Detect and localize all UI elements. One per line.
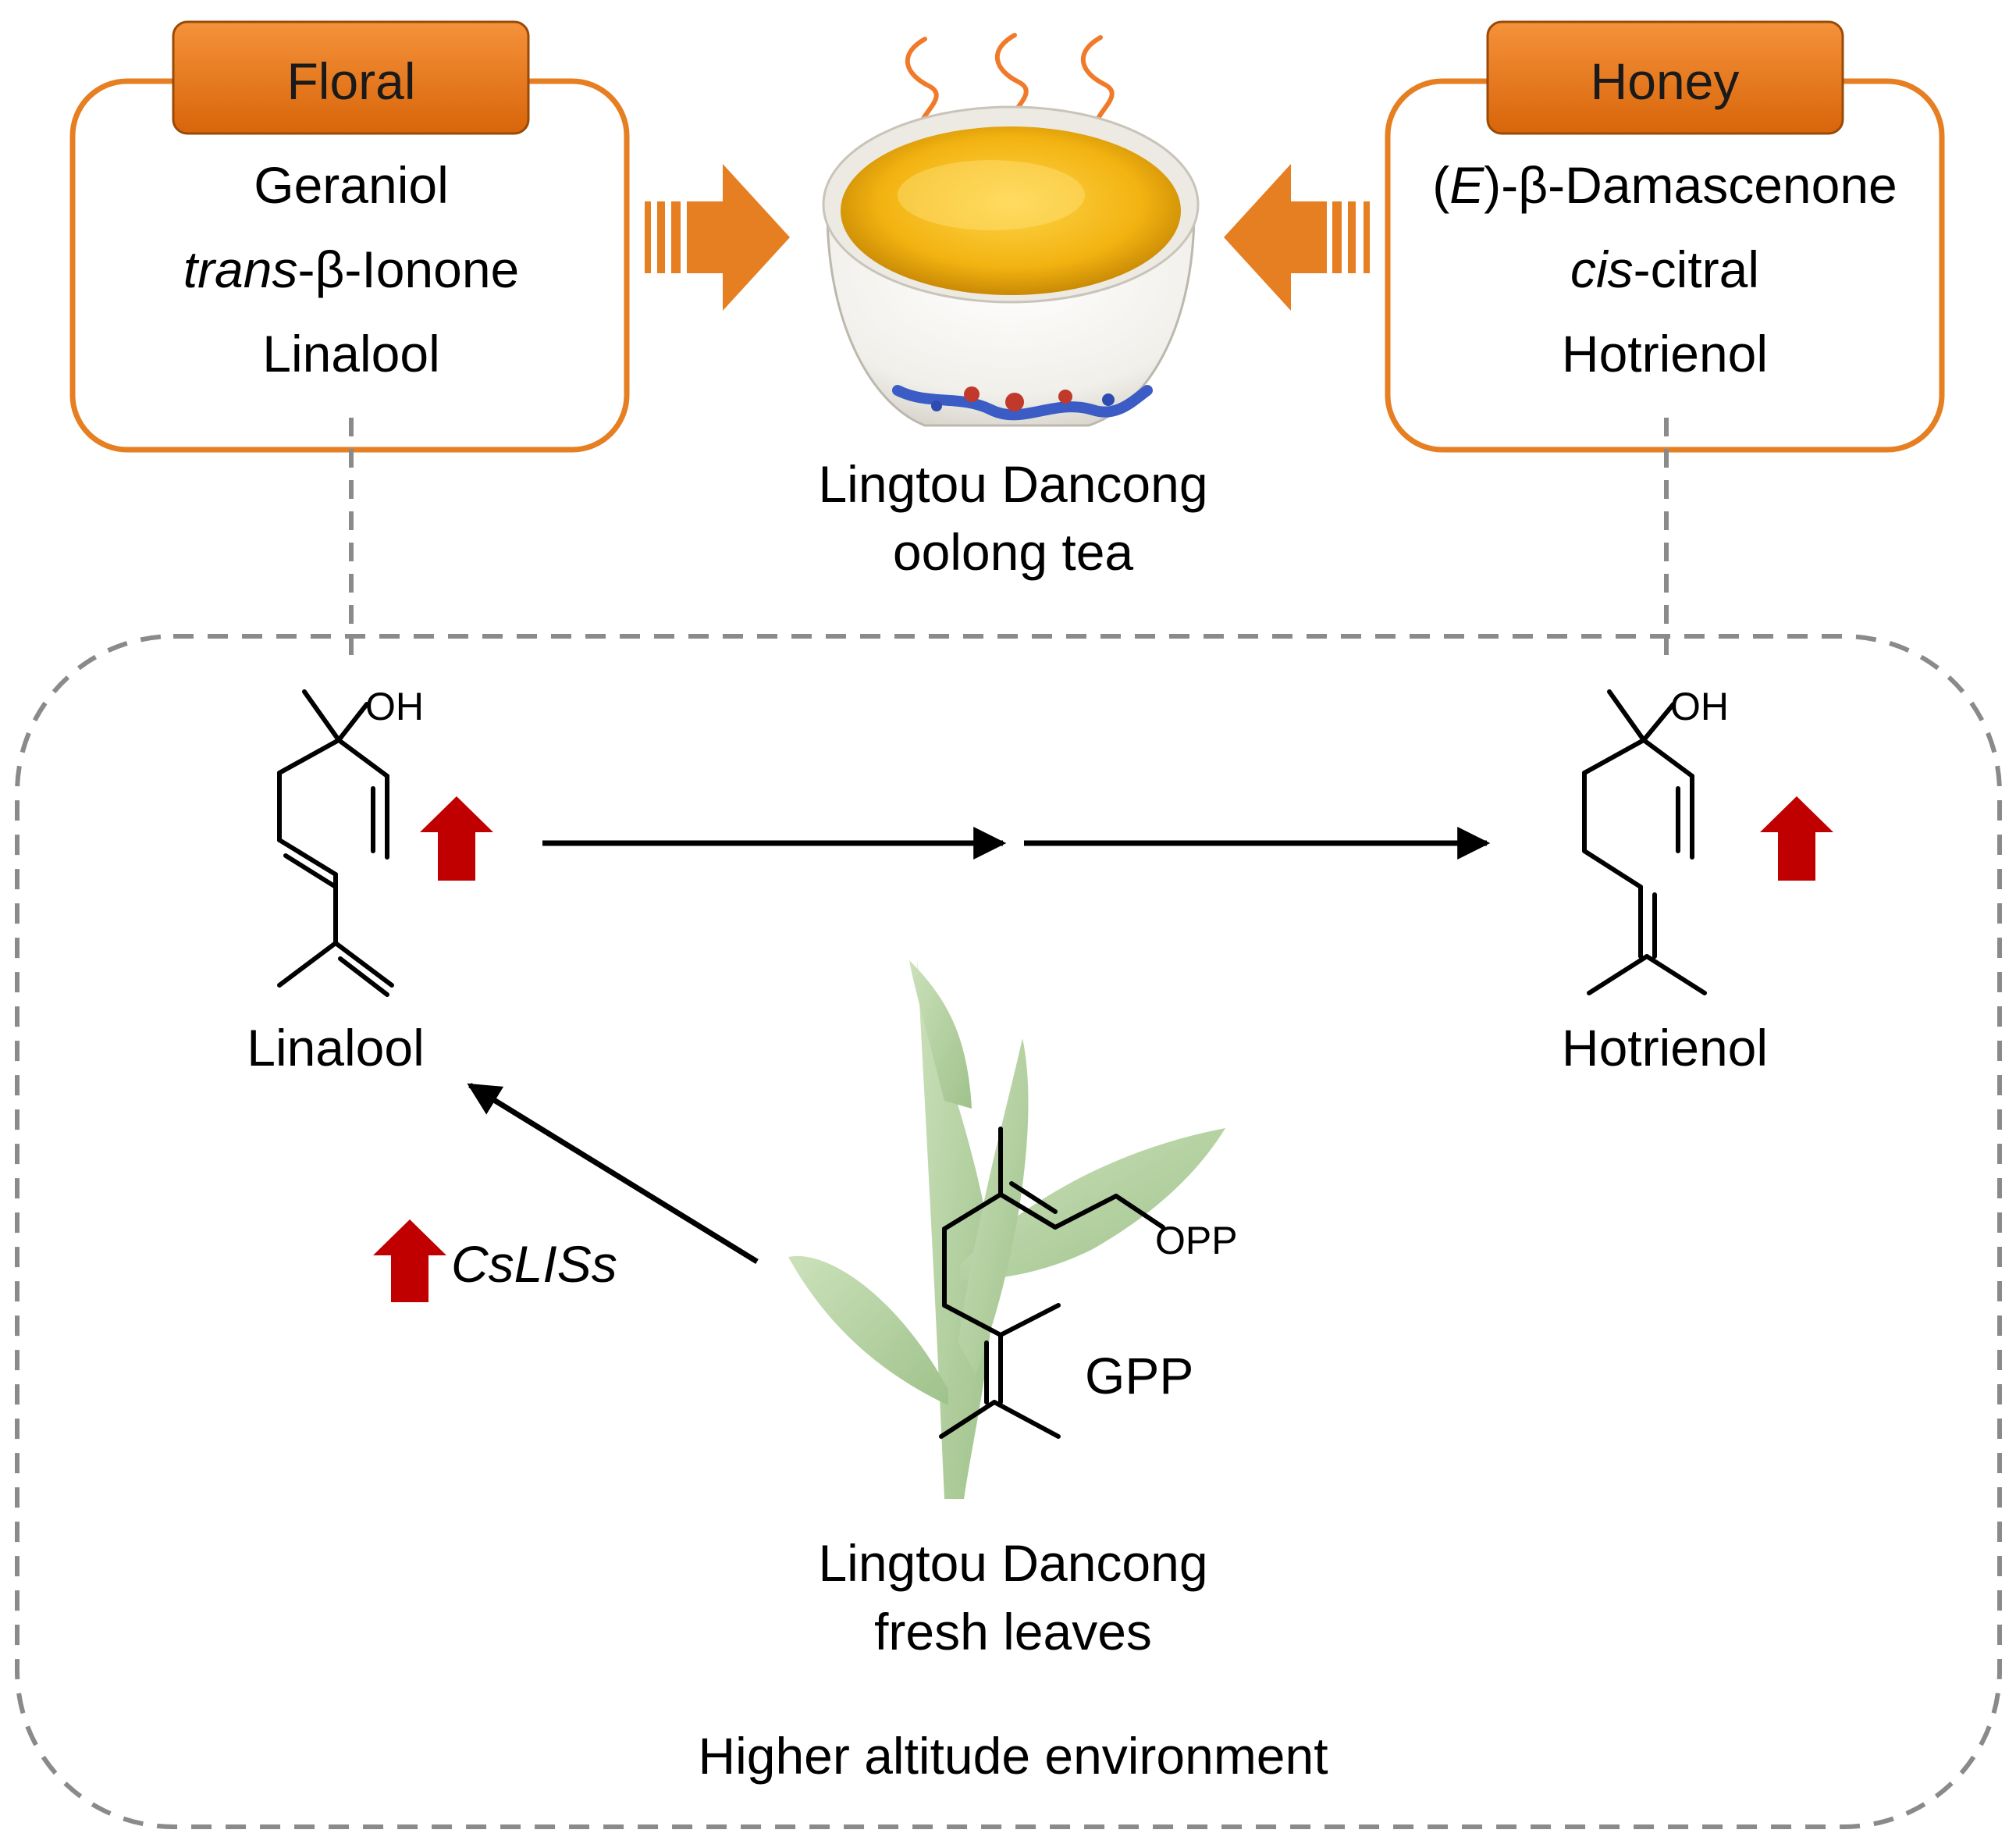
tea-caption-line1: Lingtou Dancong xyxy=(818,455,1207,513)
environment-frame xyxy=(15,634,2002,1829)
tea-leaves-image xyxy=(788,960,1225,1499)
honey-compound-2-prefix: cis xyxy=(1570,240,1634,298)
floral-to-tea-arrow xyxy=(645,164,790,311)
honey-label: Honey xyxy=(1591,52,1740,110)
gpp-to-linalool-arrow xyxy=(467,1083,759,1264)
gpp-opp-label: OPP xyxy=(1155,1219,1238,1262)
honey-compound-3: Hotrienol xyxy=(1562,325,1768,383)
linalool-name: Linalool xyxy=(247,1019,425,1077)
floral-label: Floral xyxy=(286,52,415,110)
linalool-oh-label: OH xyxy=(365,685,424,728)
gene-increase-arrow xyxy=(373,1219,446,1302)
honey-compound-1: (E)-β-Damascenone xyxy=(1432,156,1897,214)
honey-compound-1-rest: )-β-Damascenone xyxy=(1484,156,1897,214)
honey-tab xyxy=(1486,20,1844,135)
honey-compound-2-suffix: -citral xyxy=(1634,240,1759,298)
tea-caption-line2: oolong tea xyxy=(893,523,1134,581)
floral-compound-2-suffix: -β-Ionone xyxy=(297,240,519,298)
hotrienol-increase-arrow xyxy=(1760,796,1833,881)
floral-compound-2: trans-β-Ionone xyxy=(183,240,520,298)
linalool-structure xyxy=(277,689,394,997)
floral-tab xyxy=(172,20,530,135)
hotrienol-structure xyxy=(1582,689,1707,995)
floral-compound-1: Geraniol xyxy=(254,156,448,214)
gene-label: CsLISs xyxy=(451,1235,617,1293)
floral-panel: Floral Geraniol trans-β-Ionone Linalool xyxy=(69,20,630,453)
gpp-name: GPP xyxy=(1085,1347,1193,1404)
hotrienol-oh-label: OH xyxy=(1670,685,1729,728)
leaves-caption-line2: fresh leaves xyxy=(874,1603,1152,1661)
honey-to-tea-arrow xyxy=(1224,164,1370,311)
floral-compound-2-prefix: trans xyxy=(183,240,298,298)
linalool-increase-arrow xyxy=(420,796,493,881)
hotrienol-name: Hotrienol xyxy=(1562,1019,1768,1077)
honey-compound-1-open: ( xyxy=(1432,156,1449,214)
gpp-structure xyxy=(939,1127,1165,1439)
honey-panel: Honey (E)-β-Damascenone cis-citral Hotri… xyxy=(1385,20,1945,453)
environment-label: Higher altitude environment xyxy=(698,1727,1328,1785)
floral-compound-3: Linalool xyxy=(262,325,440,383)
leaves-caption-line1: Lingtou Dancong xyxy=(818,1534,1207,1592)
honey-compound-2: cis-citral xyxy=(1570,240,1759,298)
tea-cup-image xyxy=(822,33,1200,427)
honey-compound-1-italic: E xyxy=(1449,156,1484,214)
cup-pattern xyxy=(892,385,1153,421)
